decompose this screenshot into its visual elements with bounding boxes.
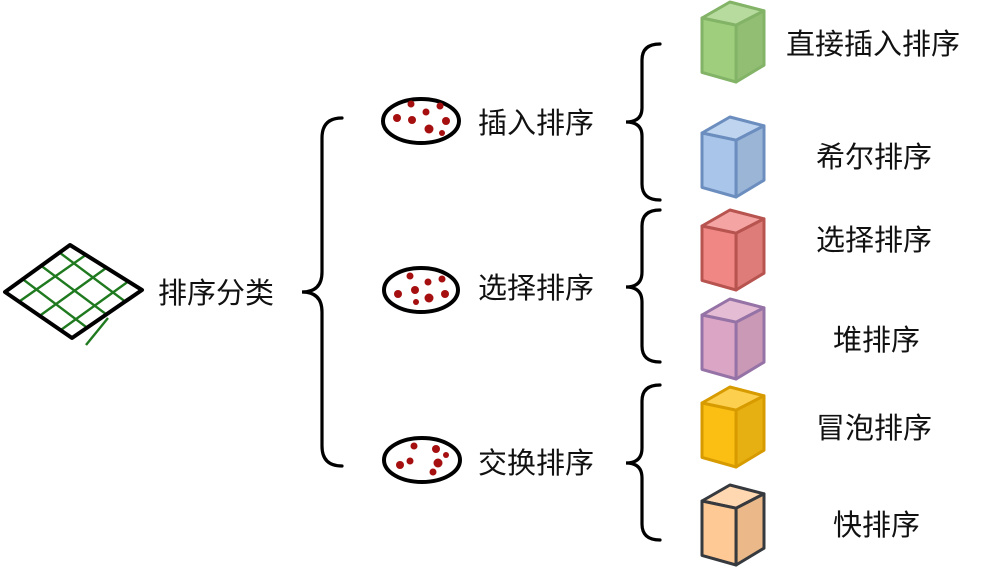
- algorithm-label: 冒泡排序: [816, 411, 932, 445]
- cube-icon: [700, 208, 766, 292]
- algorithm-label: 选择排序: [816, 223, 932, 257]
- algorithm-label: 希尔排序: [816, 140, 932, 174]
- category-label: 交换排序: [478, 446, 594, 480]
- root-label: 排序分类: [158, 276, 274, 310]
- category-brace: [625, 208, 662, 364]
- algorithm-cubes: [700, 0, 766, 567]
- algorithm-label: 快排序: [833, 508, 920, 542]
- cube-icon: [700, 297, 766, 381]
- cube-icon: [700, 115, 766, 199]
- category-brace: [625, 383, 662, 542]
- algorithm-label: 堆排序: [833, 323, 920, 357]
- category-ellipse-icon: [382, 266, 460, 314]
- algorithm-label: 直接插入排序: [786, 27, 960, 61]
- cube-icon: [700, 0, 766, 84]
- cube-icon: [700, 385, 766, 469]
- green-grid-diamond-icon: [3, 243, 144, 346]
- category-ellipse-icon: [381, 97, 461, 145]
- cube-icon: [700, 483, 766, 567]
- category-label: 选择排序: [478, 271, 594, 305]
- category-brace: [625, 42, 662, 202]
- root-brace: [301, 116, 344, 468]
- category-label: 插入排序: [478, 106, 594, 140]
- category-ellipse-icon: [382, 436, 462, 484]
